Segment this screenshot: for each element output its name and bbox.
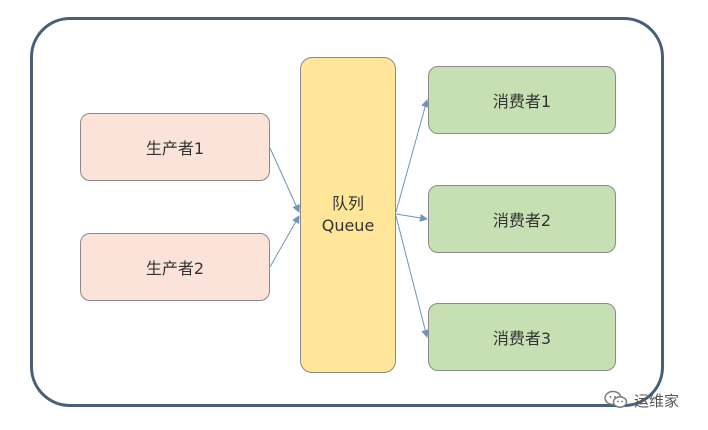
consumer-3-box: 消费者3 [428, 303, 616, 371]
queue-label-en: Queue [321, 216, 375, 235]
consumer-3-label: 消费者3 [492, 329, 552, 348]
consumer-1-box: 消费者1 [428, 66, 616, 134]
consumer-2-box: 消费者2 [428, 185, 616, 253]
wechat-icon [604, 390, 628, 410]
watermark: 运维家 [604, 388, 679, 412]
producer-2-box: 生产者2 [80, 233, 270, 301]
watermark-text: 运维家 [634, 391, 680, 410]
consumer-1-label: 消费者1 [492, 92, 552, 111]
producer-2-label: 生产者2 [145, 259, 205, 278]
consumer-2-label: 消费者2 [492, 211, 552, 230]
system-container [30, 17, 664, 407]
queue-box: 队列 Queue [300, 57, 396, 373]
producer-1-box: 生产者1 [80, 113, 270, 181]
producer-1-label: 生产者1 [145, 139, 205, 158]
queue-label-cn: 队列 [331, 194, 364, 213]
